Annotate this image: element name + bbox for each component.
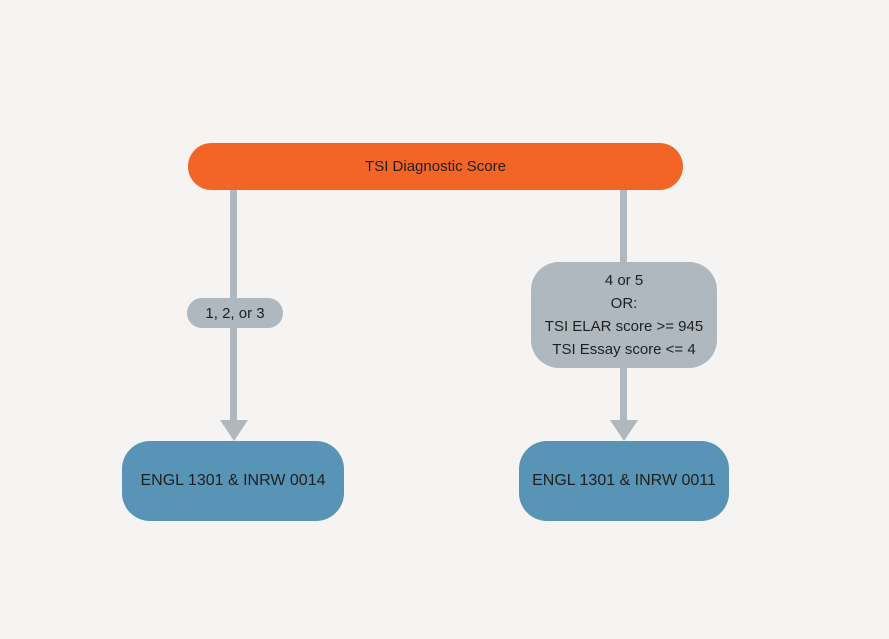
arrow-down-icon-left [220, 420, 248, 441]
connector-line-right-upper [620, 190, 627, 264]
condition-line-4: TSI Essay score <= 4 [552, 341, 696, 358]
connector-line-right-lower [620, 366, 627, 421]
root-node-tsi-diagnostic-score: TSI Diagnostic Score [188, 143, 683, 190]
condition-line-1: 4 or 5 [604, 272, 644, 289]
condition-line-2: OR: [610, 295, 638, 312]
condition-label-left-text: 1, 2, or 3 [205, 304, 265, 322]
arrow-down-icon-right [610, 420, 638, 441]
result-node-left-label: ENGL 1301 & INRW 0014 [140, 472, 326, 489]
result-node-engl1301-inrw0014: ENGL 1301 & INRW 0014 [122, 441, 344, 521]
result-node-engl1301-inrw0011: ENGL 1301 & INRW 0011 [519, 441, 729, 521]
condition-box-right: 4 or 5 OR: TSI ELAR score >= 945 TSI Ess… [531, 262, 717, 368]
root-node-label: TSI Diagnostic Score [365, 158, 506, 175]
condition-line-3: TSI ELAR score >= 945 [544, 318, 704, 335]
condition-label-left: 1, 2, or 3 [187, 298, 283, 328]
result-node-right-label: ENGL 1301 & INRW 0011 [532, 472, 716, 489]
